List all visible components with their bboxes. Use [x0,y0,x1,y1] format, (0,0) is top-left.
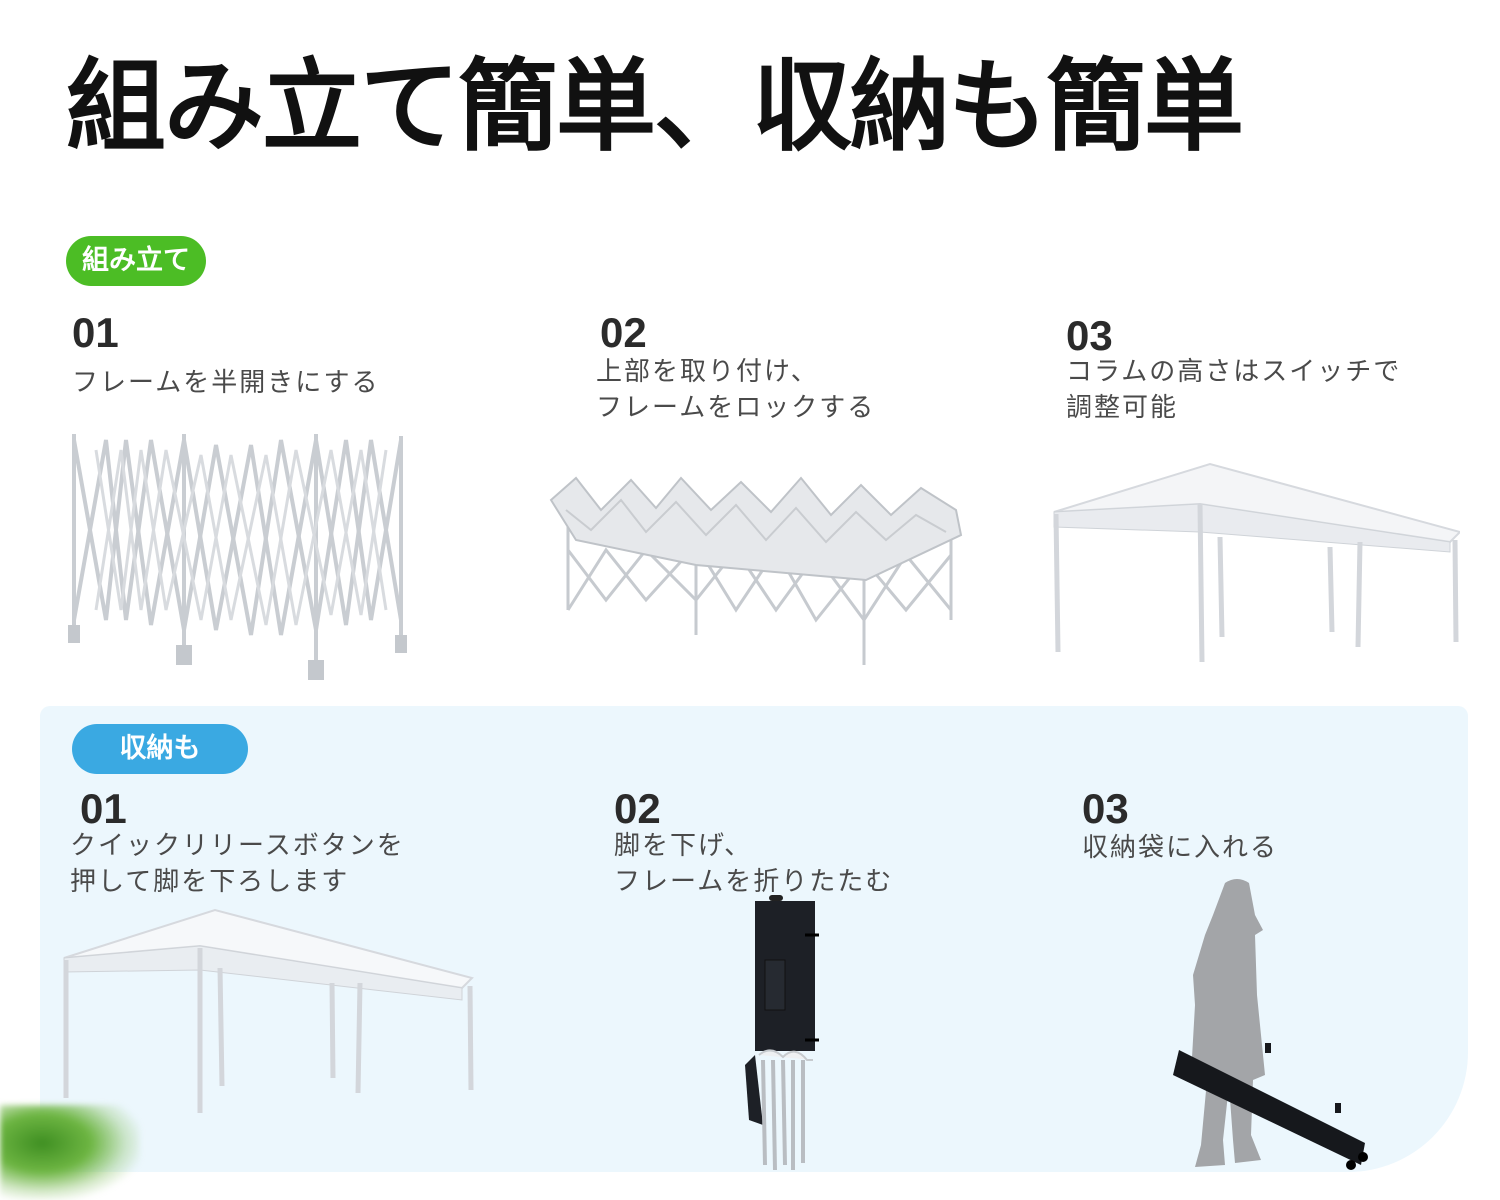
storage-step-3-text: 収納袋に入れる [1082,830,1278,866]
open-canopy-tent-image [63,908,474,1113]
assembly-step-1-text: フレームを半開きにする [72,365,379,401]
text-line: 収納袋に入れる [1082,833,1279,863]
assembly-badge: 組み立て [66,236,206,286]
text-line: 上部を取り付け、 [596,357,819,387]
frame-with-canopy-folded-image [549,476,963,665]
storage-step-1-text: クイックリリースボタンを 押して脚を下ろします [70,828,405,900]
text-line: フレームを半開きにする [72,368,380,398]
storage-step-3-number: 03 [1082,785,1129,832]
page-title: 組み立て簡単、収納も簡単 [66,48,1244,165]
storage-step-2-text: 脚を下げ、 フレームを折りたたむ [614,828,893,900]
decorative-leaf [0,1105,140,1200]
folded-frame-with-bag-image [745,895,819,1171]
text-line: フレームを折りたたむ [614,867,894,897]
storage-step-2-number: 02 [614,785,661,832]
text-line: フレームをロックする [596,393,876,423]
assembly-step-3-text: コラムの高さはスイッチで 調整可能 [1066,354,1401,426]
storage-badge: 収納も [72,724,248,774]
assembly-step-2-number: 02 [600,309,647,356]
assembly-step-2-text: 上部を取り付け、 フレームをロックする [596,354,875,426]
fully-open-canopy-tent-image [1053,462,1460,663]
text-line: コラムの高さはスイッチで [1066,357,1402,387]
half-open-frame-image [68,434,407,680]
person-pulling-wheeled-bag-image [1173,879,1368,1170]
text-line: クイックリリースボタンを [70,831,405,861]
assembly-step-3-number: 03 [1066,312,1113,359]
text-line: 脚を下げ、 [614,831,753,861]
assembly-step-1-number: 01 [72,309,119,356]
text-line: 調整可能 [1066,393,1179,423]
storage-step-1-number: 01 [80,785,127,832]
text-line: 押して脚を下ろします [70,867,350,897]
